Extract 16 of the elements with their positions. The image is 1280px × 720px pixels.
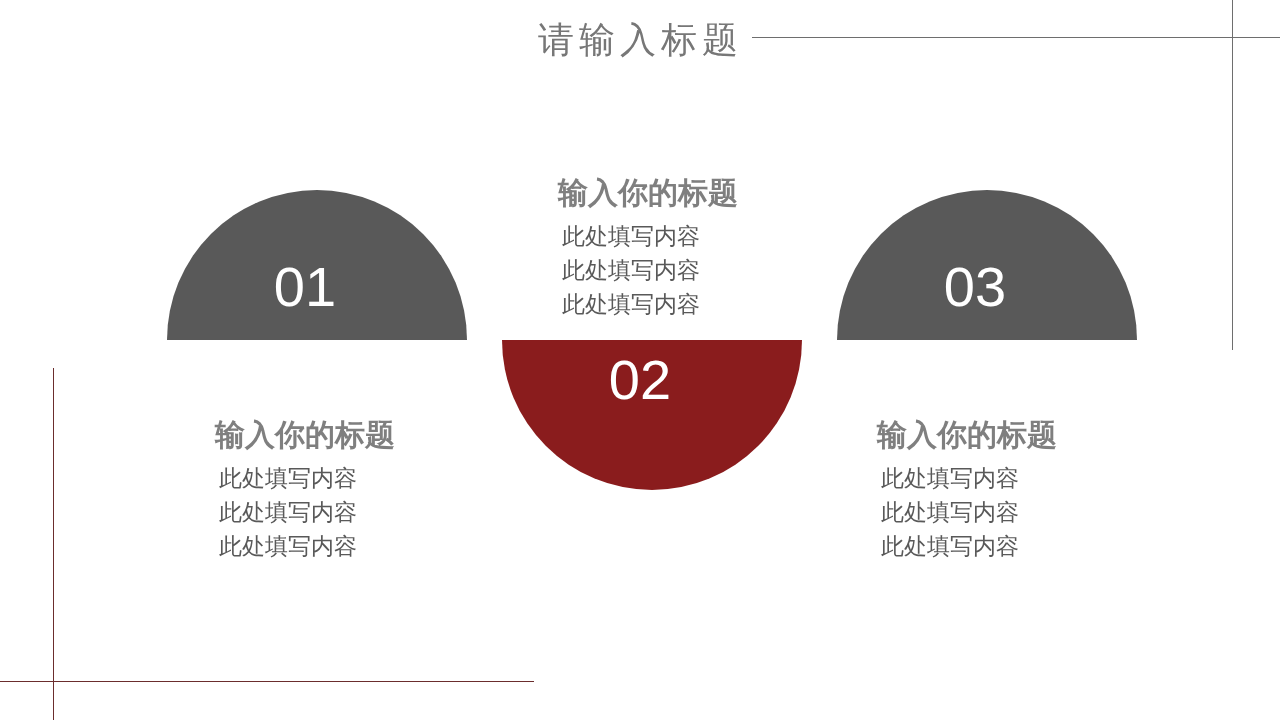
section-heading: 输入你的标题 (215, 416, 395, 454)
step-number: 03 (943, 257, 1007, 317)
step-number: 01 (273, 257, 337, 317)
body-text: 此处填写内容 (219, 532, 357, 561)
body-text: 此处填写内容 (562, 222, 700, 251)
body-text: 此处填写内容 (562, 290, 700, 319)
step-number: 02 (608, 350, 672, 410)
body-text: 此处填写内容 (881, 498, 1019, 527)
section-heading: 输入你的标题 (558, 174, 738, 212)
body-text: 此处填写内容 (219, 498, 357, 527)
body-text: 此处填写内容 (219, 464, 357, 493)
slide-title: 请输入标题 (538, 18, 743, 62)
body-text: 此处填写内容 (881, 532, 1019, 561)
body-text: 此处填写内容 (562, 256, 700, 285)
body-text: 此处填写内容 (881, 464, 1019, 493)
section-heading: 输入你的标题 (877, 416, 1057, 454)
